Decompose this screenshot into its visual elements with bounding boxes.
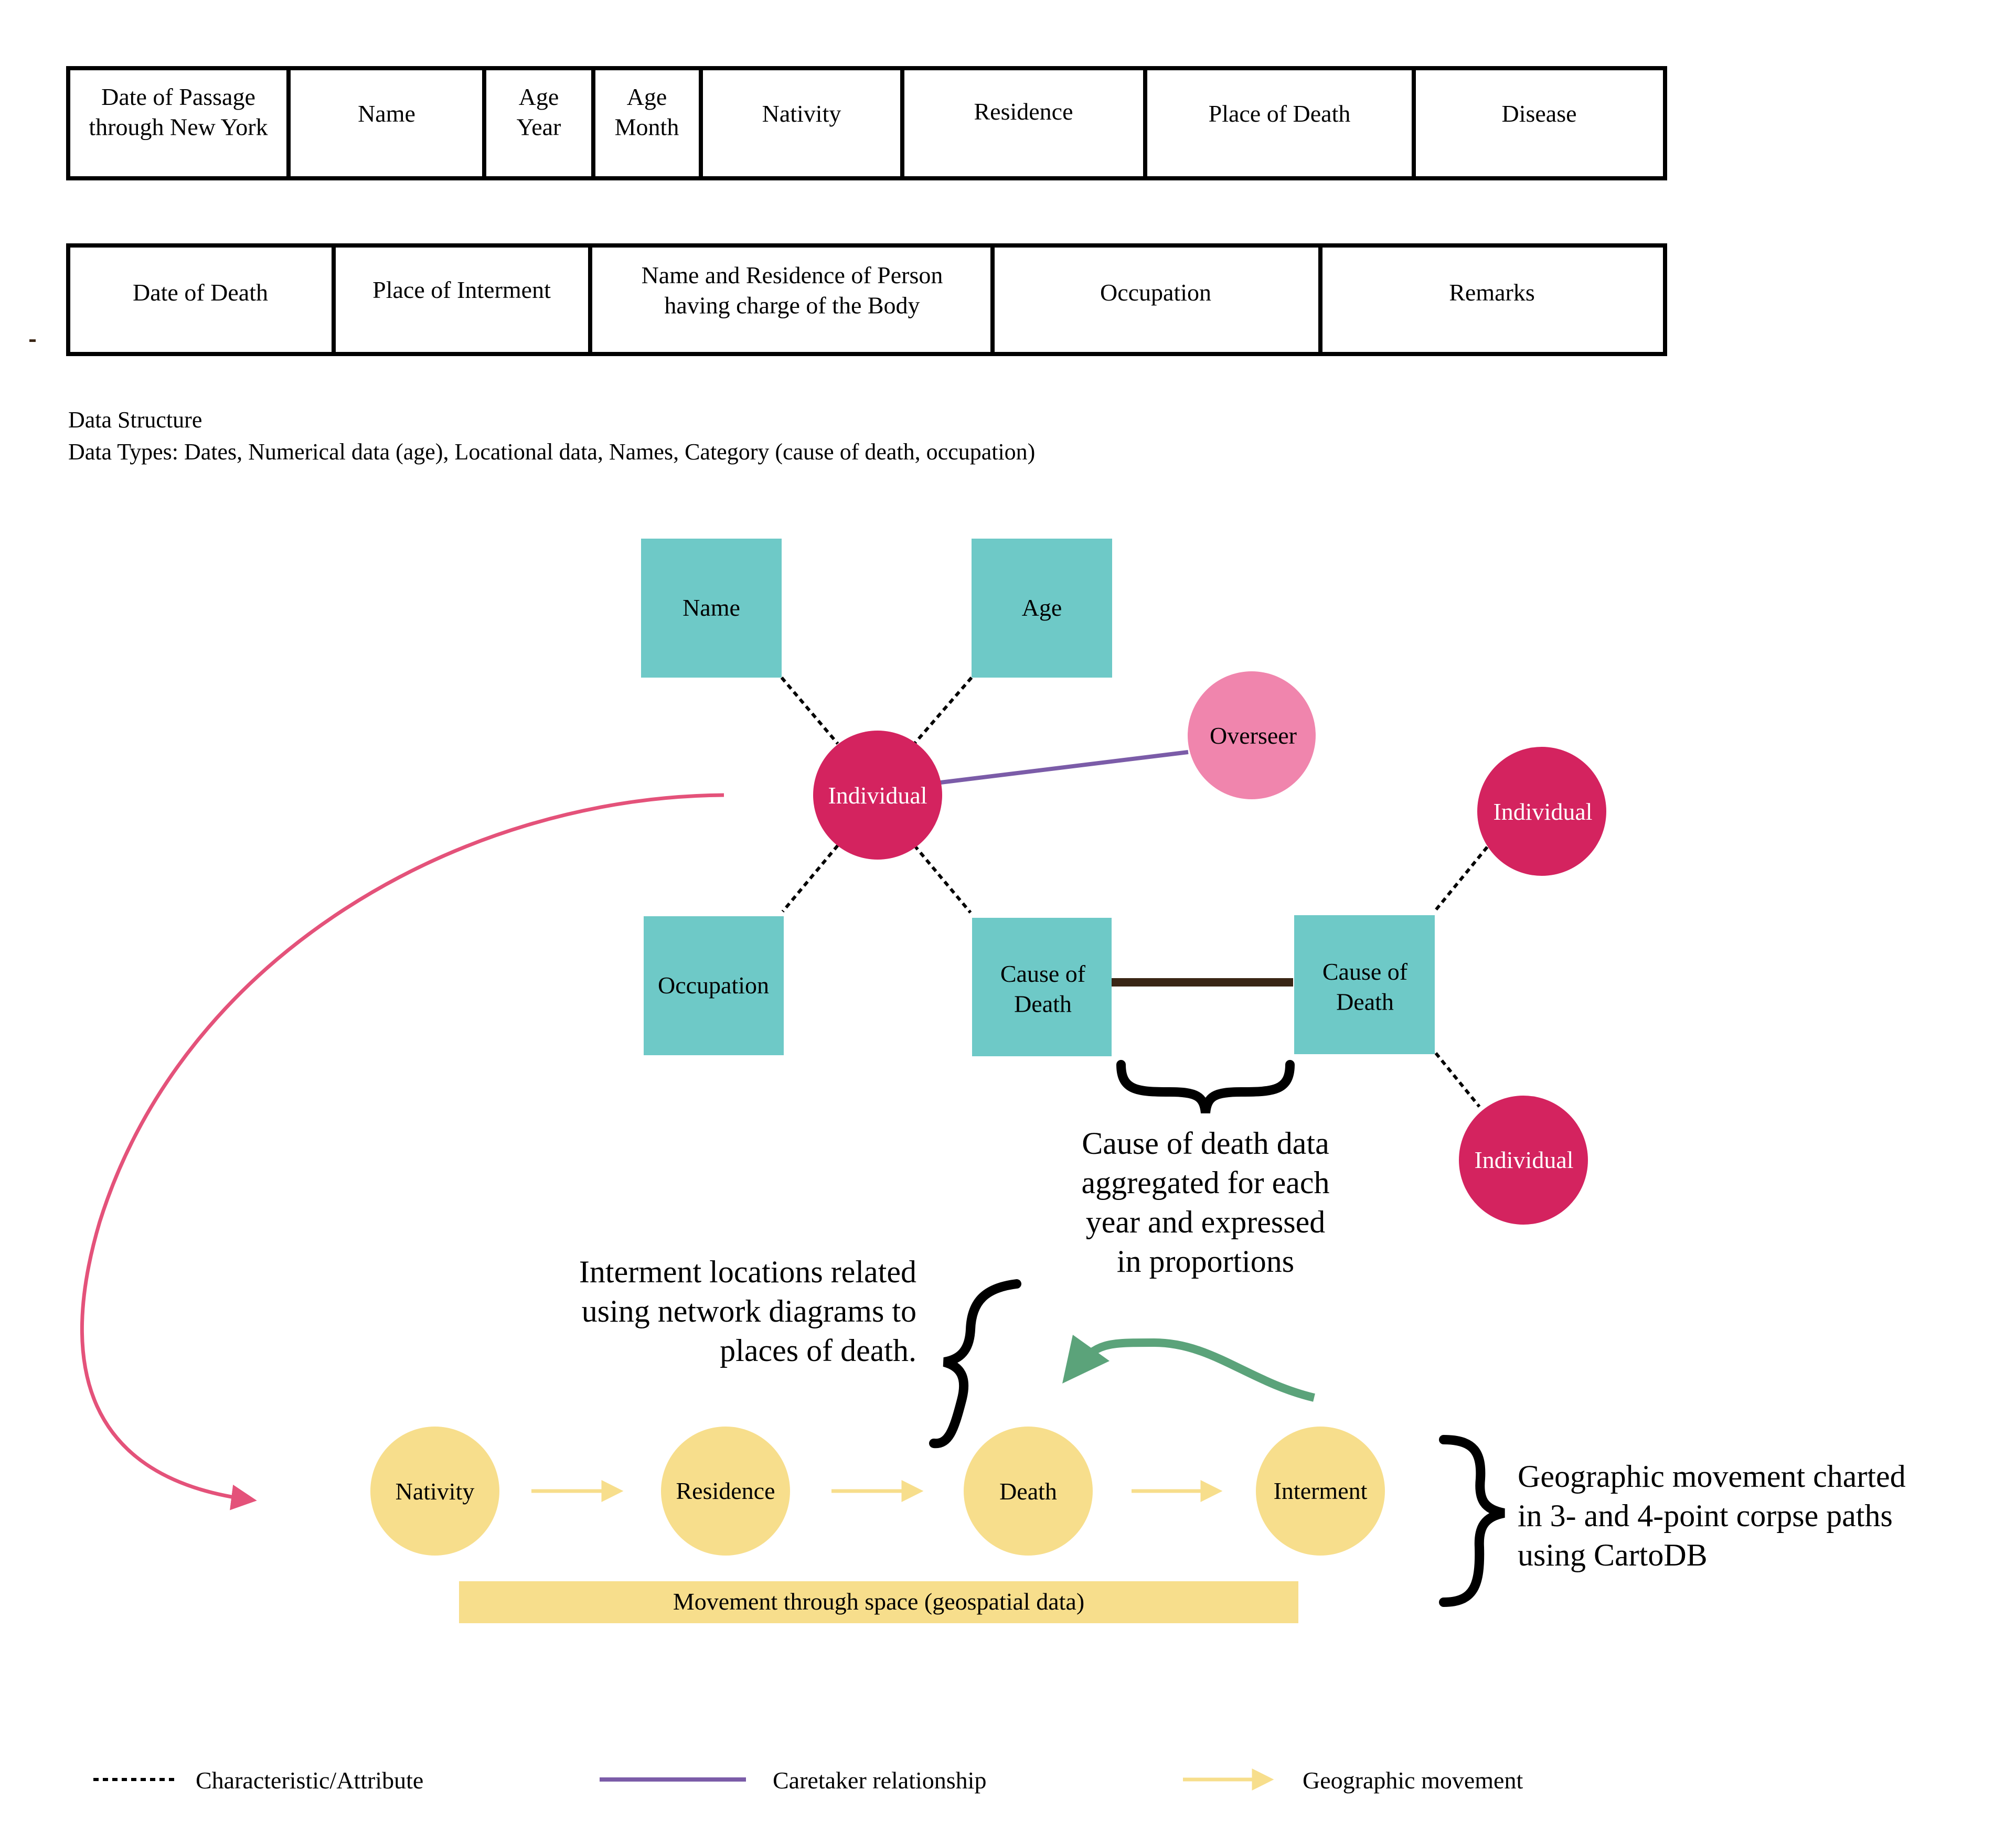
path-node-interment-label: Interment — [1274, 1477, 1368, 1504]
name-box — [641, 539, 782, 678]
interment-brace — [929, 1279, 1021, 1449]
table1-cell: Residence — [974, 98, 1073, 125]
data-types-line: Data Types: Dates, Numerical data (age),… — [68, 439, 1035, 465]
table2-cell: Place of Interment — [372, 276, 551, 303]
path-node-interment — [1256, 1427, 1385, 1556]
table1-cell: Place of Death — [1209, 100, 1351, 127]
overseer-node — [1188, 671, 1316, 799]
stray-mark — [29, 339, 36, 342]
table1-cell: Nativity — [762, 100, 841, 127]
overseer-node-label: Overseer — [1210, 722, 1297, 749]
table2-cell: Date of Death — [133, 279, 268, 306]
caretaker-link — [940, 750, 1189, 785]
individual-node-bottom-right — [1459, 1096, 1588, 1225]
path-node-death-label: Death — [999, 1478, 1057, 1505]
legend-movement-label: Geographic movement — [1303, 1767, 1523, 1794]
individual-node — [813, 731, 942, 860]
path-node-death — [964, 1427, 1093, 1556]
name-box-label: Name — [682, 594, 740, 621]
interment-to-network-arrow — [1072, 1338, 1315, 1402]
movement-bar — [459, 1581, 1298, 1623]
age-box — [972, 539, 1112, 678]
cause-of-death-box-1 — [972, 918, 1112, 1056]
attribute-connectors — [780, 677, 1489, 1108]
individual-to-path-arrow — [80, 793, 724, 1510]
legend: Characteristic/Attribute Caretaker relat… — [93, 1767, 1523, 1794]
path-node-residence — [661, 1427, 790, 1556]
table1-cell: Disease — [1501, 100, 1576, 127]
header-table-2: Date of Death Place of Interment Name an… — [66, 243, 1667, 356]
individual-node-top-right — [1477, 747, 1606, 876]
table2-cell: Occupation — [1100, 279, 1211, 306]
movement-bar-label: Movement through space (geospatial data) — [673, 1588, 1084, 1615]
data-structure-title: Data Structure — [68, 407, 202, 433]
green-arrowhead — [1062, 1335, 1110, 1384]
path-node-nativity — [370, 1427, 499, 1556]
individual-node-top-right-label: Individual — [1493, 798, 1592, 825]
path-node-residence-label: Residence — [676, 1477, 775, 1504]
table2-cell: Remarks — [1449, 279, 1535, 306]
table1-cell: Name — [358, 100, 415, 127]
age-box-label: Age — [1022, 594, 1062, 621]
legend-attribute-label: Characteristic/Attribute — [196, 1767, 423, 1794]
individual-node-bottom-right-label: Individual — [1474, 1146, 1573, 1173]
individual-node-label: Individual — [828, 782, 927, 809]
cause-of-death-box-2 — [1294, 915, 1435, 1054]
path-node-nativity-label: Nativity — [396, 1478, 475, 1505]
cause-brace — [1116, 1060, 1295, 1114]
occupation-box — [644, 916, 784, 1055]
geographic-brace — [1439, 1435, 1506, 1607]
occupation-box-label: Occupation — [658, 972, 769, 999]
legend-caretaker-label: Caretaker relationship — [773, 1767, 986, 1794]
